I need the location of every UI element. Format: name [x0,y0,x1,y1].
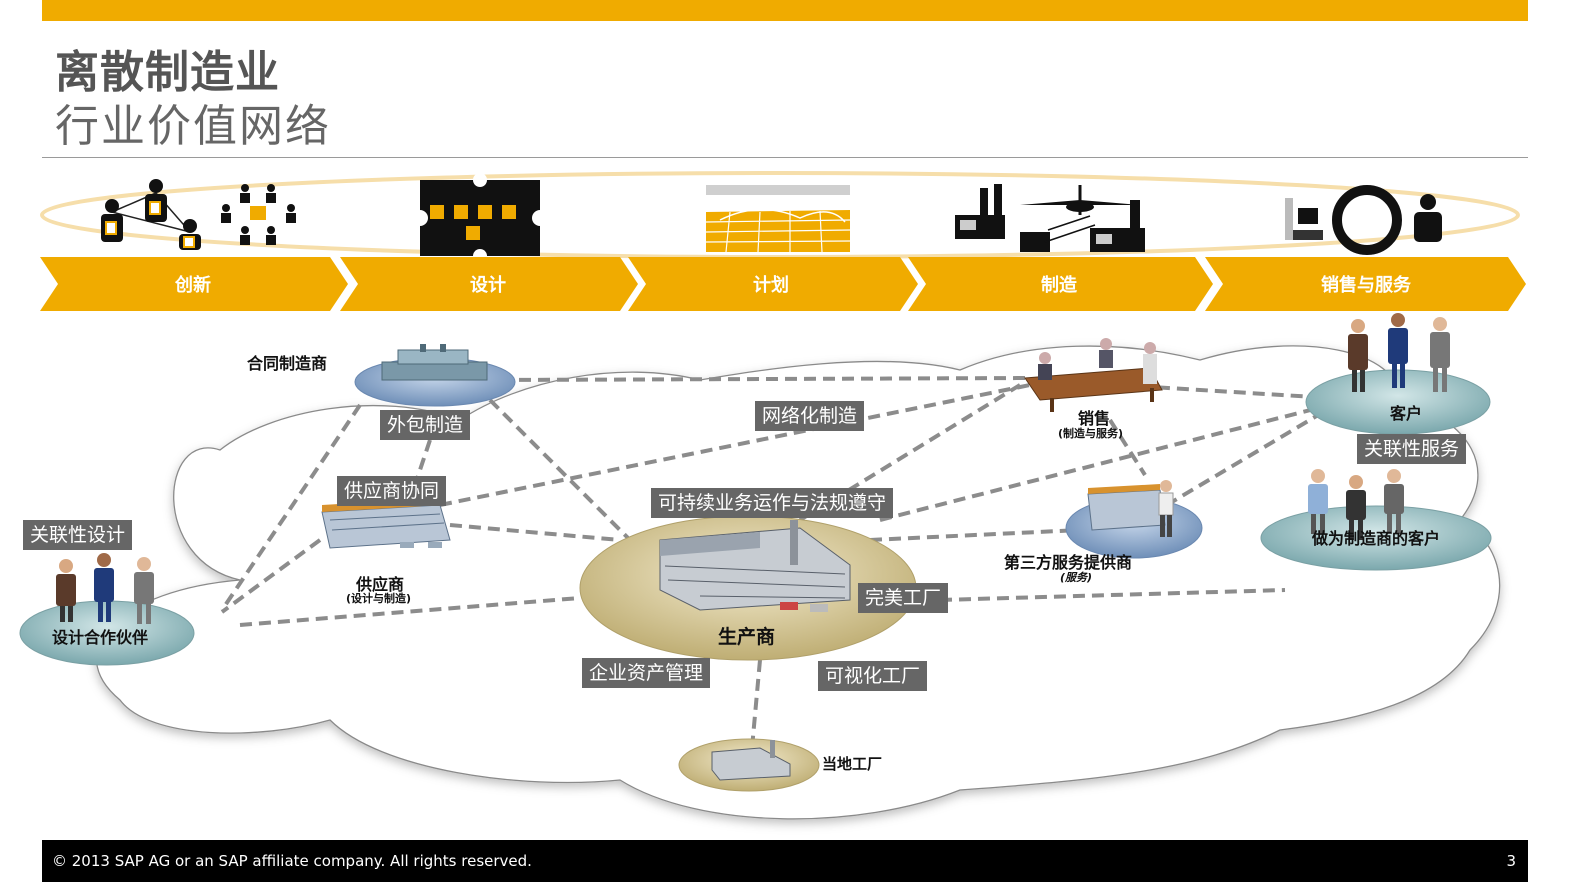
chevron-stage-3 [628,257,918,311]
page-number: 3 [1506,852,1516,870]
customer-label: 客户 [1390,404,1423,423]
chevron-stage-5 [1205,257,1526,311]
tag-networked-manufacturing: 网络化制造 [755,401,865,431]
supplier-sublabel: (设计与制造) [346,592,412,605]
customer-manufacturer-label: 做为制造商的客户 [1312,529,1441,548]
sales-label: 销售 [1078,409,1111,428]
tag-outsourced-manufacturing: 外包制造 [380,410,471,440]
chevron-stage-4 [908,257,1213,311]
local-plant-building [711,740,791,781]
footer-bar: © 2013 SAP AG or an SAP affiliate compan… [42,840,1528,882]
map-icon [705,185,851,253]
contract-manufacturer-building [381,344,488,381]
factory-logistics-icon [955,184,1145,252]
manufacturer-building [659,520,851,612]
tag-asset-management: 企业资产管理 [582,658,711,688]
sales-sublabel: (制造与服务) [1058,427,1124,440]
title-divider [42,157,1528,158]
value-network-diagram [19,313,1501,820]
process-band: 创新 设计 计划 制造 销售与服务 [40,171,1526,311]
stage-label-manufacture: 制造 [1041,274,1077,296]
third-party-label: 第三方服务提供商 [1004,553,1133,572]
tag-supplier-collaboration: 供应商协同 [337,476,447,506]
third-party-building [1087,484,1166,531]
supplier-label: 供应商 [356,575,405,594]
stage-label-design: 设计 [470,274,506,296]
sales-meeting-illustration [1024,338,1163,412]
third-party-sublabel: (服务) [1060,571,1093,584]
chevron-stage-1 [40,257,348,311]
chevron-stage-2 [340,257,638,311]
design-partner-label: 设计合作伙伴 [52,628,149,647]
contract-manufacturer-label: 合同制造商 [247,354,328,373]
design-partner-people-illustration [56,553,154,624]
page-subtitle: 行业价值网络 [55,101,331,152]
tag-connected-design: 关联性设计 [23,520,133,550]
puzzle-icon [412,173,548,263]
customer-manufacturer-people-illustration [1308,469,1404,540]
page-title: 离散制造业 [55,47,280,98]
customer-people-illustration [1348,313,1450,392]
network-links [220,376,1337,749]
tag-visible-plant: 可视化工厂 [818,661,928,691]
stage-label-plan: 计划 [753,274,789,296]
customer-manufacturer-platform [1260,505,1492,571]
cycle-service-icon [1285,185,1442,255]
tag-connected-service: 关联性服务 [1357,434,1467,464]
copyright-text: © 2013 SAP AG or an SAP affiliate compan… [52,852,532,870]
third-party-person-illustration [1158,480,1174,537]
manufacturer-label: 生产商 [718,626,776,648]
people-network-icon [101,179,296,250]
stage-label-sales-service: 销售与服务 [1321,274,1412,296]
top-accent-bar [42,0,1528,21]
local-plant-label: 当地工厂 [822,755,883,773]
tag-perfect-plant: 完美工厂 [858,583,949,613]
stage-label-innovation: 创新 [174,274,211,296]
tag-sustainable-operations: 可持续业务运作与法规遵守 [651,488,894,518]
